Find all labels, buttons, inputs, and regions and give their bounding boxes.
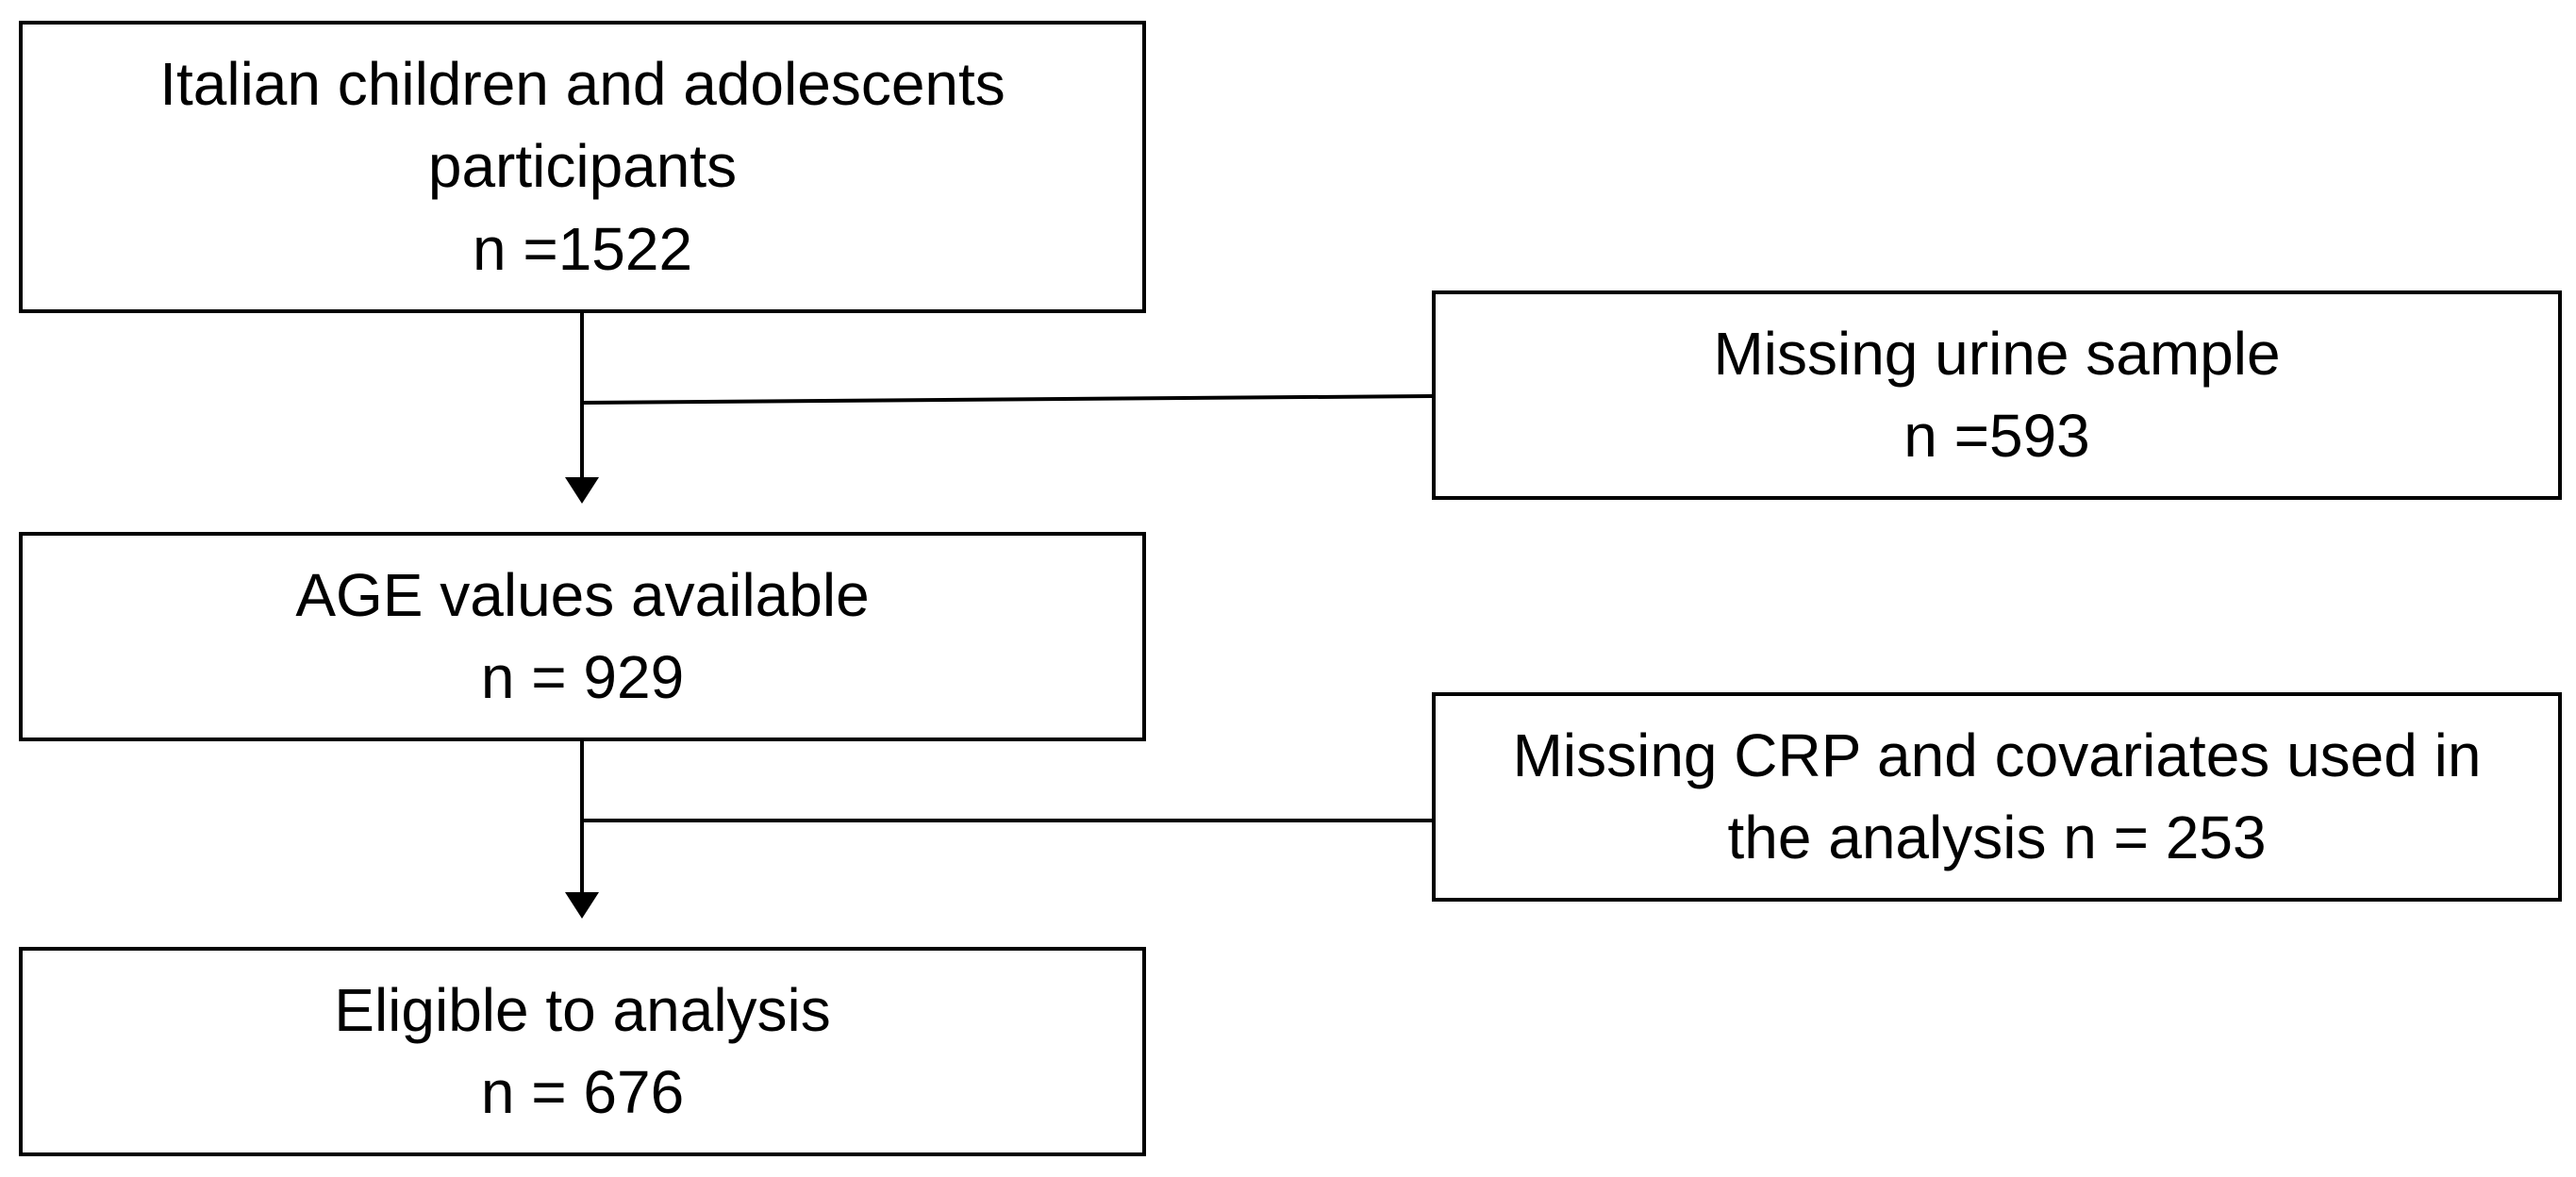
missing-crp-line-2: the analysis n = 253 (1727, 804, 2267, 871)
missing-urine-box: Missing urine sample n =593 (1432, 290, 2562, 500)
participants-line-1: Italian children and adolescents (159, 50, 1005, 119)
participants-box: Italian children and adolescents partici… (19, 21, 1146, 313)
participants-count: n =1522 (472, 214, 693, 283)
eligible-box: Eligible to analysis n = 676 (19, 947, 1146, 1156)
missing-urine-count: n =593 (1903, 402, 2090, 470)
missing-crp-line-1: Missing CRP and covariates used in (1512, 721, 2482, 789)
arrowhead-to-eligible (565, 892, 599, 919)
eligible-label: Eligible to analysis (334, 975, 831, 1044)
eligible-count: n = 676 (480, 1058, 685, 1126)
connector-to-missing-urine (581, 394, 1433, 405)
age-available-count: n = 929 (480, 643, 685, 711)
missing-crp-box: Missing CRP and covariates used in the a… (1432, 692, 2562, 902)
age-available-box: AGE values available n = 929 (19, 532, 1146, 741)
age-available-label: AGE values available (295, 560, 870, 629)
arrowhead-to-age (565, 477, 599, 504)
participants-line-2: participants (427, 132, 738, 201)
missing-urine-label: Missing urine sample (1713, 319, 2281, 388)
